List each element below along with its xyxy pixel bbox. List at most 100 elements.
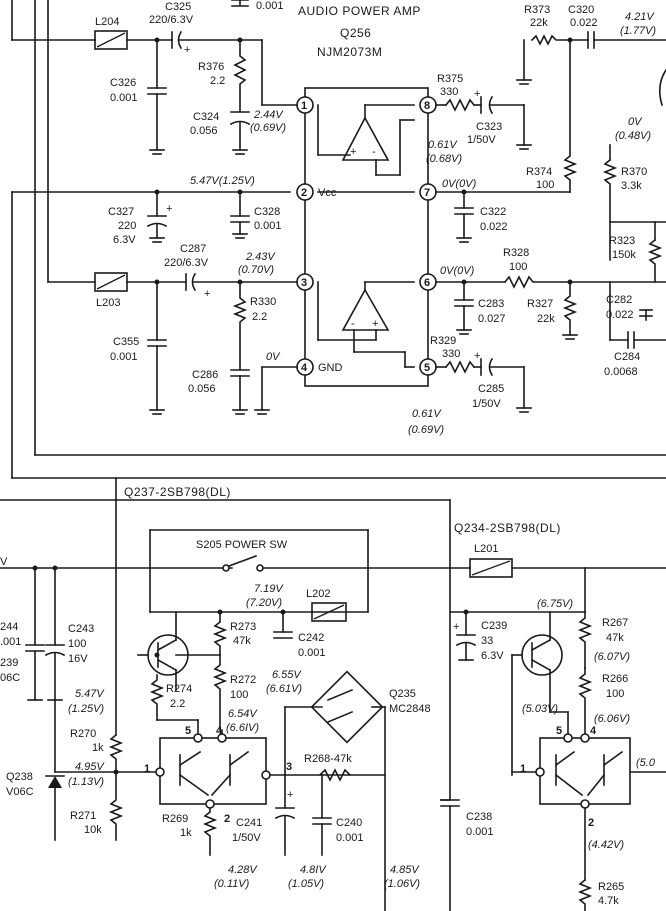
r269-label: R269 bbox=[162, 813, 188, 825]
c320-value: 0.022 bbox=[570, 17, 598, 29]
r370-label: R370 bbox=[621, 166, 647, 178]
r373-label: R373 bbox=[524, 4, 550, 16]
cap-c285-plus: + bbox=[474, 350, 480, 362]
v-top-right: 4.21V bbox=[625, 11, 655, 23]
q237-p4: 4 bbox=[216, 725, 223, 737]
r328-label: R328 bbox=[503, 247, 529, 259]
c286-value: 0.056 bbox=[188, 383, 216, 395]
resistor-r271 bbox=[108, 771, 124, 841]
c284-value: 0.0068 bbox=[604, 366, 638, 378]
amp-part: NJM2073M bbox=[317, 45, 382, 59]
q234-dl-lead bbox=[554, 750, 576, 767]
q237-dl-lead bbox=[210, 773, 232, 797]
transistor-q234 bbox=[521, 634, 563, 676]
transistor-q237-lead bbox=[156, 638, 178, 652]
amp-pin-5-label: 5 bbox=[424, 362, 430, 374]
v-r272-top-alt: (6.61V) bbox=[266, 683, 302, 695]
r271-value: 10k bbox=[84, 824, 102, 836]
amp-header: AUDIO POWER AMP bbox=[298, 4, 421, 18]
r265-value: 4.7k bbox=[598, 895, 619, 907]
s205-label: S205 POWER SW bbox=[196, 539, 288, 551]
amp-pin-gnd: GND bbox=[318, 362, 343, 374]
amp-pin-4-label: 4 bbox=[301, 362, 308, 374]
r373-value: 22k bbox=[530, 17, 548, 29]
l203-label: L203 bbox=[96, 297, 120, 309]
c283-label: C283 bbox=[478, 298, 504, 310]
q234-p1: 1 bbox=[520, 763, 526, 775]
cap-c287-plus: + bbox=[204, 288, 210, 300]
opamp-upper-plus: + bbox=[350, 146, 356, 158]
v-q234-607: (6.07V) bbox=[594, 651, 630, 663]
r329-value: 330 bbox=[442, 348, 460, 360]
resistor-r265 bbox=[577, 878, 593, 911]
q234-title: Q234-2SB798(DL) bbox=[454, 521, 561, 535]
resistor-r376 bbox=[233, 39, 247, 113]
v-bot-481: 4.8IV bbox=[300, 864, 327, 876]
r273-label: R273 bbox=[230, 621, 256, 633]
q234-pin4-dot bbox=[580, 733, 590, 743]
q234-dl-lead bbox=[586, 773, 606, 797]
c242-value: 0.001 bbox=[298, 647, 326, 659]
transistor-q234-lead bbox=[530, 658, 552, 672]
transistor-q237-lead bbox=[156, 658, 178, 672]
v-q237-p4-alt: (6.6IV) bbox=[226, 722, 259, 734]
q234-p4: 4 bbox=[590, 725, 597, 737]
opamp-lower-plus: + bbox=[372, 318, 378, 330]
resistor-r373 bbox=[530, 34, 571, 46]
resistor-r328 bbox=[503, 275, 666, 289]
c238-value: 0.001 bbox=[466, 826, 494, 838]
v-pin6: 0V(0V) bbox=[440, 265, 475, 277]
c325-value: 220/6.3V bbox=[149, 14, 194, 26]
power-switch-s205[interactable] bbox=[227, 554, 258, 568]
c323-value: 1/50V bbox=[467, 134, 496, 146]
v-pin5-alt: (0.69V) bbox=[408, 424, 444, 436]
amp-pin-7-label: 7 bbox=[424, 187, 430, 199]
inductor-l201-mark bbox=[471, 560, 511, 576]
opamp-lower bbox=[341, 288, 390, 331]
resistor-r370 bbox=[602, 158, 618, 261]
c325-label: C325 bbox=[165, 1, 191, 13]
r374-value: 100 bbox=[536, 179, 554, 191]
amp-pin-8-label: 8 bbox=[424, 100, 430, 112]
c320-label: C320 bbox=[568, 4, 594, 16]
q237-p5: 5 bbox=[185, 725, 191, 737]
resistor-r375 bbox=[444, 98, 476, 112]
c326-value: 0.001 bbox=[110, 92, 138, 104]
inductor-l202-mark bbox=[313, 604, 345, 620]
c243-value2: 16V bbox=[68, 653, 88, 665]
c240-value: 0.001 bbox=[336, 832, 364, 844]
q235-part: MC2848 bbox=[389, 703, 431, 715]
r323-value: 150k bbox=[612, 249, 636, 261]
c327-label: C327 bbox=[108, 206, 134, 218]
q234-darlington-box bbox=[539, 737, 631, 805]
c287-label: C287 bbox=[180, 243, 206, 255]
v-left-547-alt: (1.25V) bbox=[68, 703, 104, 715]
v-top-right-alt: (1.77V) bbox=[620, 25, 656, 37]
switch-contact bbox=[222, 564, 230, 572]
r330-label: R330 bbox=[250, 296, 276, 308]
c238-label: C238 bbox=[466, 811, 492, 823]
left-edge-v: V bbox=[0, 556, 8, 568]
resistor-r274 bbox=[149, 674, 165, 721]
resistor-r327 bbox=[562, 281, 578, 336]
r323-label: R323 bbox=[609, 235, 635, 247]
c243-value1: 100 bbox=[68, 638, 86, 650]
c244-label: 244 bbox=[0, 621, 18, 633]
c239-label: C239 bbox=[481, 620, 507, 632]
c239-value1: 33 bbox=[481, 635, 493, 647]
r273-value: 47k bbox=[233, 635, 251, 647]
v-pin1: 2.44V bbox=[253, 109, 284, 121]
amp-ic-body bbox=[304, 87, 429, 387]
r267-value: 47k bbox=[606, 632, 624, 644]
r272-value: 100 bbox=[230, 689, 248, 701]
cap-c239-plus: + bbox=[453, 621, 459, 633]
q237-p3: 3 bbox=[286, 761, 292, 773]
resistor-r329 bbox=[444, 360, 476, 374]
cap-c287 bbox=[191, 272, 197, 292]
v-pin8: 0.61V bbox=[428, 139, 458, 151]
q235-label: Q235 bbox=[389, 688, 416, 700]
q234-pin5-dot bbox=[563, 733, 573, 743]
c328-label: C328 bbox=[254, 206, 280, 218]
c283-value: 0.027 bbox=[478, 313, 506, 325]
v-left-495: 4.95V bbox=[75, 761, 105, 773]
